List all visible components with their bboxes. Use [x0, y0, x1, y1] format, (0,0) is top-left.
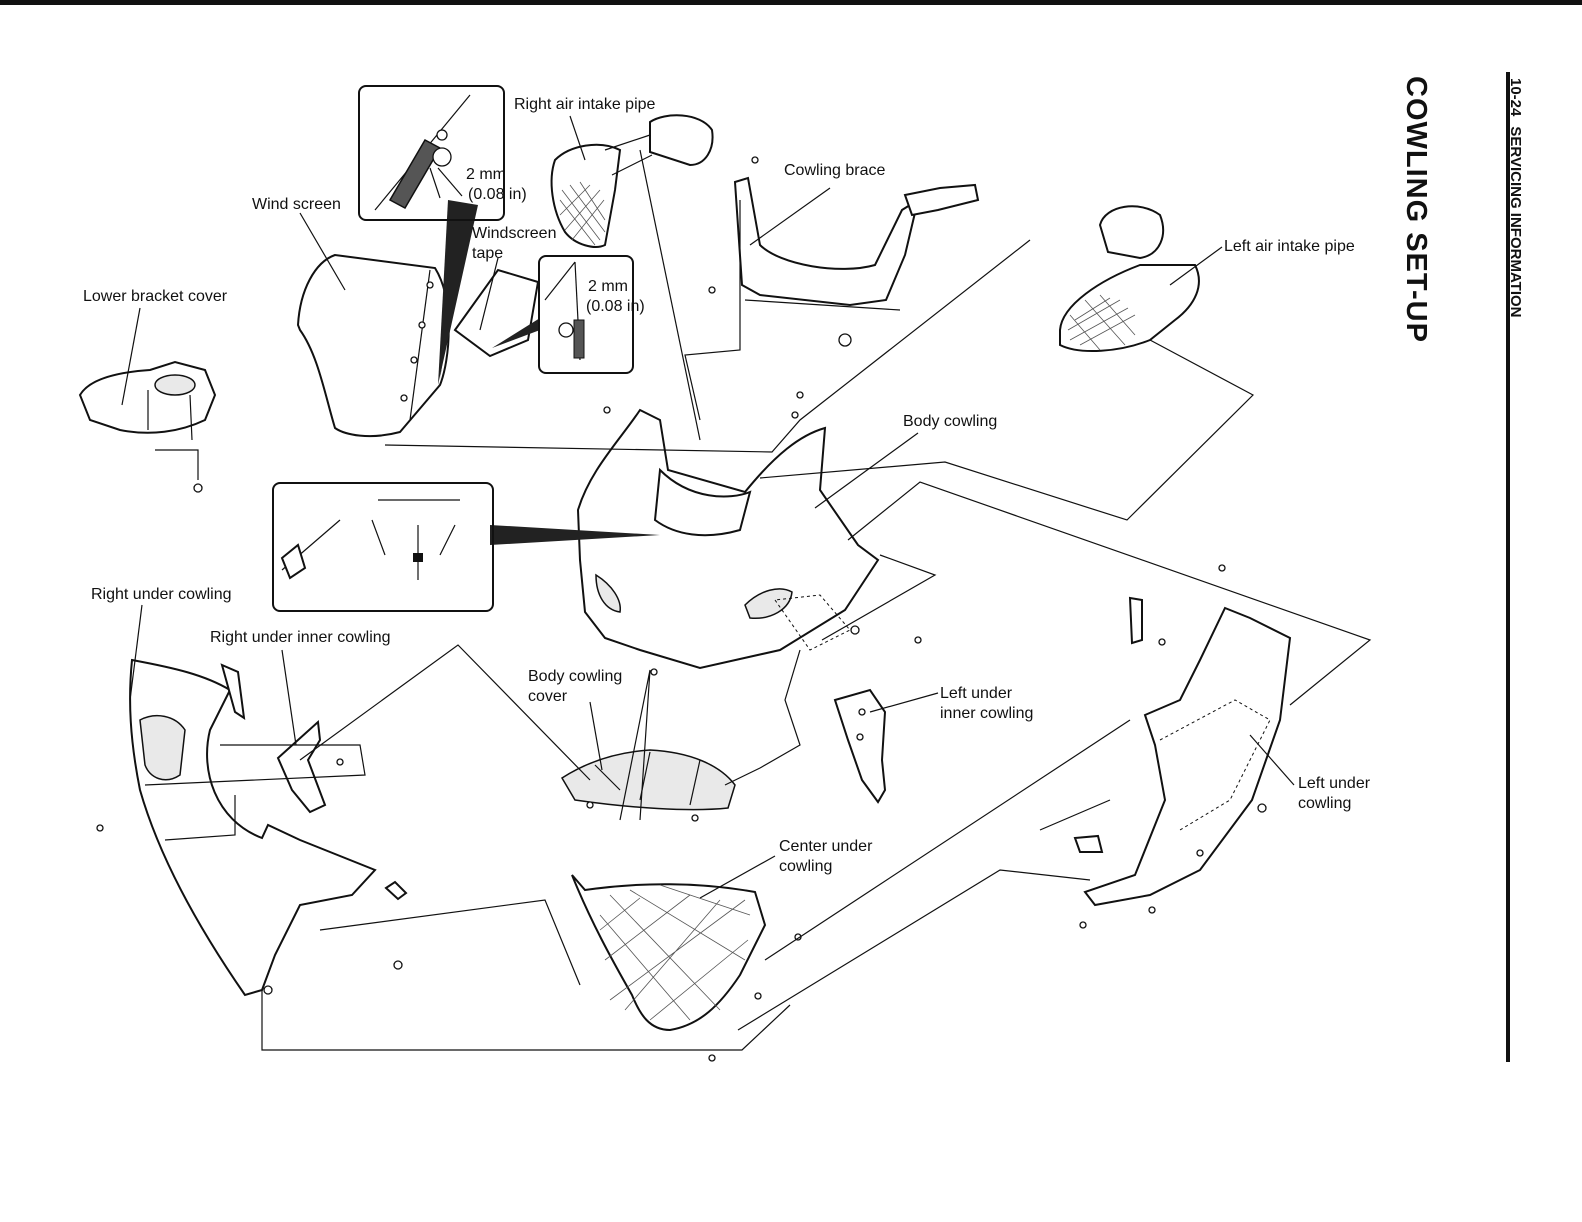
label-windscreen-tape-1: Windscreen: [472, 225, 557, 242]
inset-dim-in: (0.08 in): [468, 186, 527, 203]
alignment-mark-inset: [272, 482, 494, 612]
label-body-cowling: Body cowling: [903, 413, 998, 430]
label-body-cowling-cover-1: Body cowling: [528, 668, 623, 685]
top-rule: [0, 0, 1582, 5]
cowling-brace-part: [708, 156, 980, 347]
center-inset-pointer: [490, 525, 660, 545]
right-air-intake-pipe-part: [550, 114, 714, 248]
label-cowling-brace: Cowling brace: [784, 162, 886, 179]
top-inset-drawing: [374, 94, 471, 211]
tape-inset-pointer: [492, 318, 540, 348]
label-windscreen-tape-2: tape: [472, 245, 504, 262]
label-left-under-inner-cowling-2: inner cowling: [940, 705, 1034, 722]
windscreen-clearance-inset: 2 mm (0.08 in): [358, 85, 527, 221]
margin-rule: [1506, 72, 1510, 1062]
tape-inset-dim-in: (0.08 in): [586, 298, 645, 315]
assembly-lines: [144, 149, 1372, 1051]
tape-inset-drawing: [544, 261, 585, 361]
left-under-cowling-part: [1073, 564, 1292, 929]
wind-screen-part: [296, 253, 450, 438]
tape-clearance-inset: 2 mm (0.08 in): [538, 255, 645, 374]
right-under-cowling-part: [96, 658, 408, 997]
center-under-cowling-part: [571, 874, 802, 1062]
label-center-under-cowling-1: Center under: [779, 838, 873, 855]
left-under-inner-cowling-part: [833, 688, 887, 804]
leader-lines: [121, 115, 1295, 899]
tape-inset-dim-mm: 2 mm: [588, 278, 628, 295]
label-lower-bracket-cover: Lower bracket cover: [83, 288, 228, 305]
label-wind-screen: Wind screen: [252, 196, 341, 213]
top-inset-pointer: [438, 200, 478, 385]
label-left-under-cowling-2: cowling: [1298, 795, 1352, 812]
label-right-under-inner-cowling: Right under inner cowling: [210, 629, 391, 646]
label-right-under-cowling: Right under cowling: [91, 586, 232, 603]
label-left-under-inner-cowling-1: Left under: [940, 685, 1013, 702]
left-air-intake-pipe-part: [1059, 205, 1200, 353]
label-left-under-cowling-1: Left under: [1298, 775, 1371, 792]
label-left-air-intake-pipe: Left air intake pipe: [1224, 238, 1355, 255]
label-right-air-intake-pipe: Right air intake pipe: [514, 96, 656, 113]
label-center-under-cowling-2: cowling: [779, 858, 833, 875]
label-body-cowling-cover-2: cover: [528, 688, 568, 705]
body-cowling-cover-part: [560, 749, 736, 822]
lower-bracket-cover-part: [78, 360, 217, 493]
center-inset-drawing: [280, 499, 460, 580]
inset-dim-mm: 2 mm: [466, 166, 506, 183]
